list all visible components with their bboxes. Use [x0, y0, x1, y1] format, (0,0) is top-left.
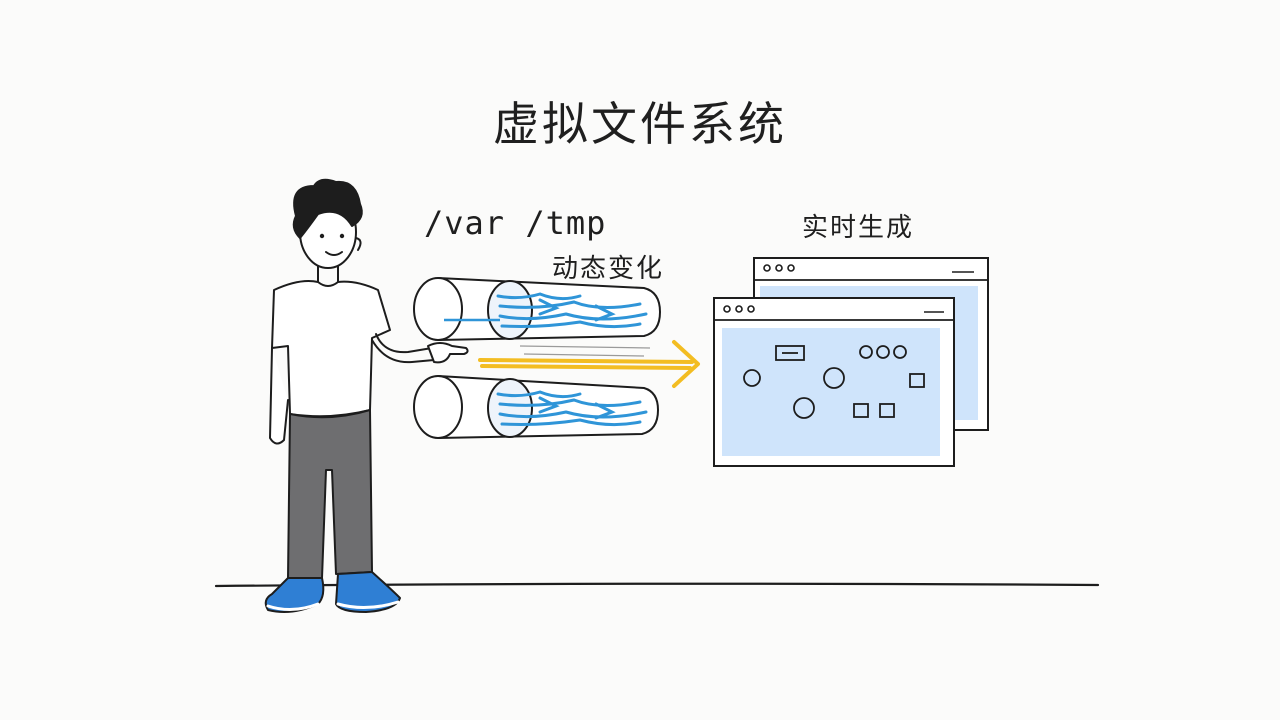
diagram-title: 虚拟文件系统: [493, 97, 787, 151]
pipe-gap-lines: [519, 345, 651, 357]
data-pipe-icon: [413, 375, 660, 439]
pipe-top: [413, 277, 662, 341]
arrow-right-icon: [478, 340, 700, 388]
person-pointing-icon: [264, 178, 469, 613]
dynamic-label: 动态变化: [552, 254, 665, 284]
pipe-bottom: [413, 375, 660, 439]
browser-window-icon: [713, 297, 955, 467]
browser-window-front: [713, 297, 955, 467]
path-label: /var /tmp: [424, 204, 607, 242]
data-pipe-icon: [413, 277, 662, 341]
window-content-shapes: [743, 345, 925, 419]
realtime-label: 实时生成: [802, 213, 915, 243]
